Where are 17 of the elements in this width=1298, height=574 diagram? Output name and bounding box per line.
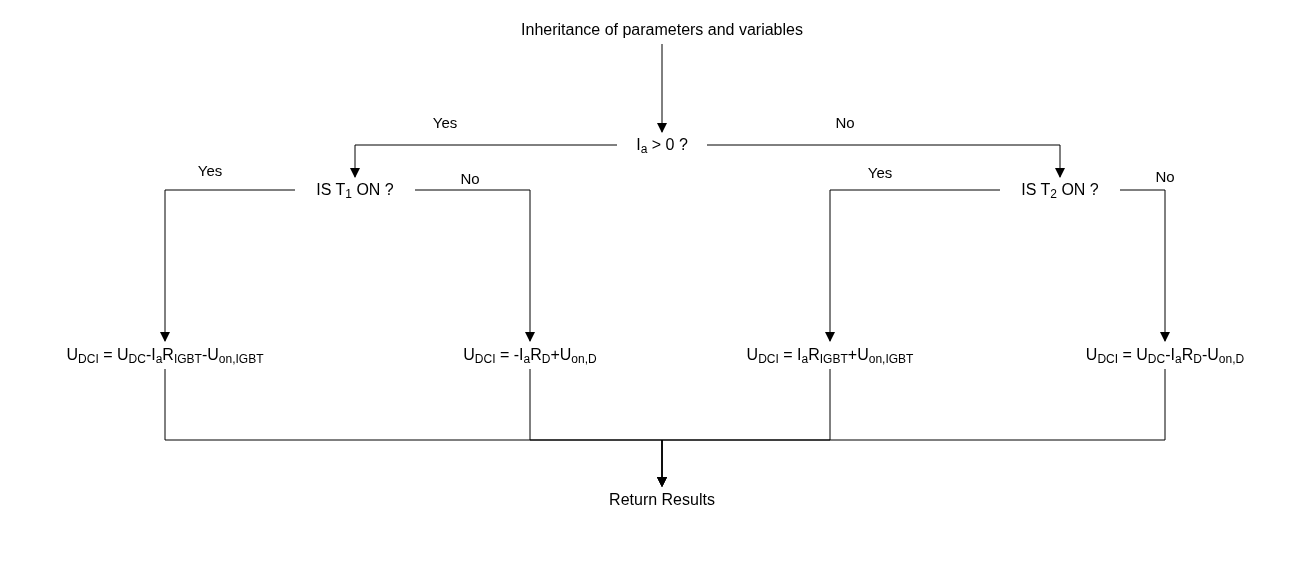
arrow bbox=[414, 189, 535, 342]
arrow bbox=[160, 189, 296, 342]
process-text: Return Results bbox=[552, 486, 772, 514]
process-text: I$_{a}$ > 0 ? bbox=[617, 132, 707, 158]
process-text: IS T$_{1}$ ON ? bbox=[295, 177, 415, 203]
process-text: U$_{DCI}$ = I$_{a}$R$_{IGBT}$+U$_{on,IGBT}$ bbox=[705, 341, 955, 369]
process-text: IS T$_{2}$ ON ? bbox=[1000, 177, 1120, 203]
arrow bbox=[706, 144, 1065, 178]
arrow bbox=[657, 43, 667, 133]
process-text: U$_{DCI}$ = U$_{DC}$-I$_{a}$R$_{IGBT}$-U$_{on,IGBT}$ bbox=[20, 341, 310, 369]
process-text: Inheritance of parameters and variables bbox=[452, 16, 872, 44]
arrow bbox=[825, 189, 1001, 342]
arrow bbox=[657, 368, 1166, 487]
arrow bbox=[1119, 189, 1170, 342]
arrow bbox=[350, 144, 618, 178]
process-text: U$_{DCI}$ = -I$_{a}$R$_{D}$+U$_{on,D}$ bbox=[415, 341, 645, 369]
process-text: U$_{DCI}$ = U$_{DC}$-I$_{a}$R$_{D}$-U$_{on,D}$ bbox=[1040, 341, 1290, 369]
